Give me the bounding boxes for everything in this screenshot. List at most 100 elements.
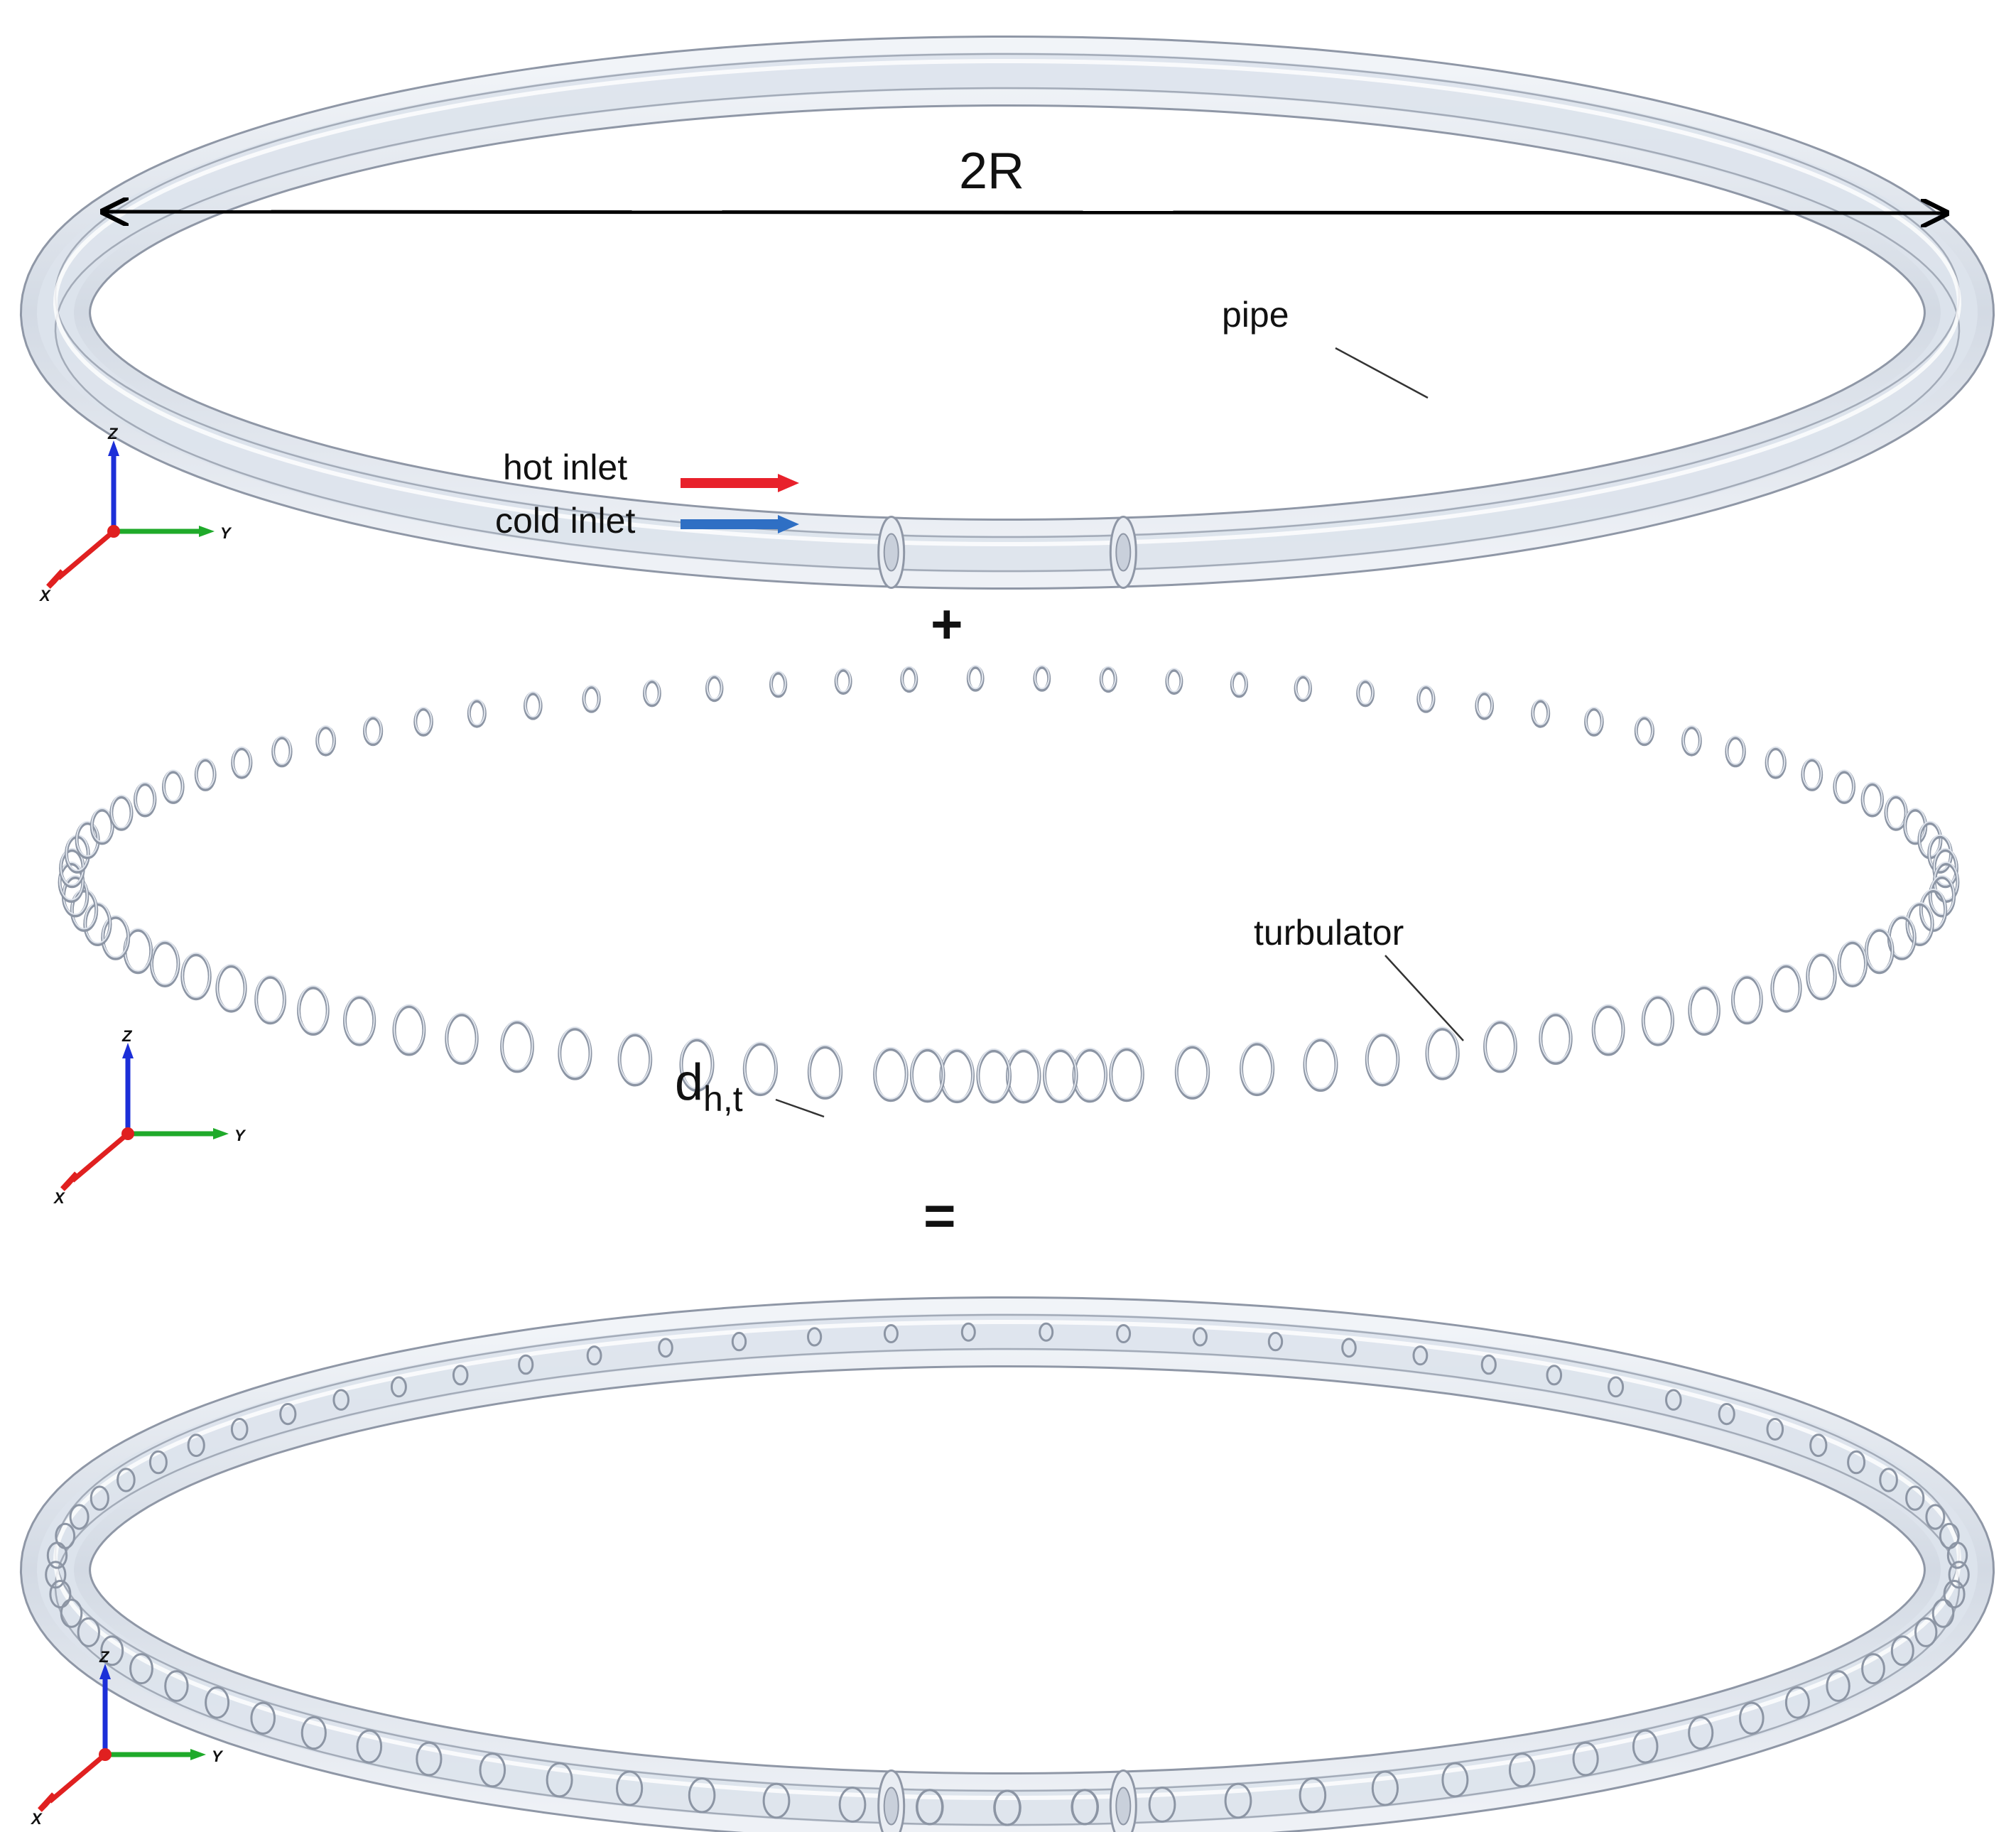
pipe-label: pipe <box>1222 295 1289 335</box>
turbulator-loop-highlight <box>1044 1048 1078 1101</box>
turbulator-loop-highlight <box>1642 994 1674 1044</box>
pipe-leader-line <box>1335 347 1429 399</box>
turbulator-loop-highlight <box>1833 769 1855 802</box>
pipe-inner-tube-end <box>1115 533 1132 572</box>
turbulator-loop-highlight <box>1073 1047 1107 1100</box>
turbulator-loop-highlight <box>1100 666 1117 690</box>
turbulator-loop <box>279 1403 297 1426</box>
turbulator-loop <box>1071 1789 1099 1826</box>
turbulator-loop <box>1299 1777 1327 1814</box>
turbulator-loop-highlight <box>364 715 382 744</box>
turbulator-loop-highlight <box>414 707 433 735</box>
turbulator-loop-highlight <box>1689 985 1720 1034</box>
turbulator-loop <box>616 1770 644 1806</box>
turbulator-loop-highlight <box>134 781 156 815</box>
turbulator-loop <box>332 1389 350 1411</box>
turbulator-loop-highlight <box>255 975 286 1022</box>
turbulator-loop-highlight <box>1862 781 1883 815</box>
turbulator-loop-highlight <box>1417 685 1435 711</box>
dimension-label-2R: 2R <box>959 143 1024 200</box>
turbulator-loop <box>1148 1787 1176 1823</box>
turbulator-loop <box>1546 1365 1563 1386</box>
turbulator-loop <box>300 1716 327 1750</box>
turbulator-loop <box>49 1580 72 1609</box>
turbulator-loop-highlight <box>232 746 251 777</box>
turbulator-loop <box>69 1504 90 1530</box>
turbulator-loop-highlight <box>1801 757 1822 789</box>
turbulator-loop <box>1861 1653 1885 1685</box>
turbulator-loop <box>1230 671 1249 698</box>
turbulator-loop-highlight <box>59 861 84 901</box>
turbulator-loop <box>55 1522 76 1549</box>
turbulator-loop <box>1412 1345 1429 1366</box>
turbulator-loop <box>838 1787 867 1823</box>
turbulator-loop <box>390 1376 407 1398</box>
turbulator-loop <box>1632 1729 1659 1764</box>
turbulator-loop-highlight <box>1585 707 1603 735</box>
turbulator-loop-highlight <box>1231 671 1247 695</box>
turbulator-loop-highlight <box>1426 1026 1459 1078</box>
spiral-turbulator <box>58 665 1960 1104</box>
turbulator-loop <box>356 1729 383 1764</box>
turbulator-loop <box>993 1789 1021 1826</box>
turbulator-loop <box>546 1762 573 1798</box>
turbulator-loop-highlight <box>84 901 111 944</box>
pipe-inner-channel <box>36 52 1978 573</box>
turbulator-loop <box>1416 685 1436 713</box>
turbulator-loop <box>1784 1686 1810 1719</box>
turbulator-loop-highlight <box>151 940 179 985</box>
turbulator-loop <box>1508 1752 1536 1788</box>
turbulator-loop-highlight <box>1176 1044 1209 1097</box>
turbulator-loop-highlight <box>1357 679 1374 705</box>
svg-text:Y: Y <box>212 1747 224 1765</box>
turbulator-loop <box>1267 1331 1284 1352</box>
turbulator-loop-highlight <box>1593 1004 1625 1054</box>
turbulator-loop <box>705 675 724 703</box>
pipe-inner-channel <box>36 1313 1978 1826</box>
pipe-inner-edge-upper <box>54 1313 1961 1792</box>
turbulator-loop <box>586 1345 602 1366</box>
turbulator-loop <box>1809 1433 1828 1458</box>
pipe-inner-edge-lower <box>54 1348 1961 1826</box>
diameter-dimension-arrow <box>103 212 1946 213</box>
turbulator-loop-highlight <box>394 1004 425 1054</box>
turbulator-loop-highlight <box>344 994 375 1044</box>
turbulator-loop-highlight <box>1635 715 1654 744</box>
turbulator-loop <box>452 1365 469 1386</box>
coordinate-axes-icon: Z Y X <box>53 1027 246 1207</box>
turbulator-loop-highlight <box>770 671 786 695</box>
turbulator-loop-highlight <box>1929 875 1955 915</box>
turbulator-loop-highlight <box>1366 1032 1399 1085</box>
pipe-inner-tube-end <box>883 533 899 572</box>
turbulator-loop-highlight <box>1304 1037 1337 1090</box>
turbulator-loop-highlight <box>1110 1046 1144 1100</box>
turbulator-loop-highlight <box>445 1012 478 1063</box>
turbulator-loop <box>187 1433 205 1458</box>
turbulator-loop <box>582 685 601 713</box>
pipe-highlight <box>53 1319 1962 1800</box>
turbulator-loop <box>1608 1376 1625 1398</box>
turbulator-loop <box>100 1635 124 1666</box>
hot-inlet-arrow-icon <box>681 474 799 492</box>
turbulator-loop <box>60 1598 83 1628</box>
turbulator-loop-highlight <box>1885 794 1907 829</box>
turbulator-loop-highlight <box>1907 901 1934 944</box>
pipe-inner-tube-end <box>1115 1787 1132 1826</box>
diameter-leader-line <box>775 1098 825 1118</box>
turbulator-loop-highlight <box>1806 952 1836 998</box>
svg-text:Z: Z <box>107 425 119 443</box>
equals-operator: = <box>923 1184 956 1247</box>
turbulator-loop <box>1890 1635 1914 1666</box>
turbulator-loop-highlight <box>102 915 129 958</box>
svg-text:X: X <box>38 587 51 605</box>
turbulator-loop-highlight <box>1904 808 1926 842</box>
turbulator-loop <box>1931 1598 1955 1628</box>
turbulator-loop <box>1480 1354 1497 1375</box>
turbulator-loop <box>1905 1485 1925 1511</box>
turbulator-loop-highlight <box>644 679 661 705</box>
turbulator-loop-highlight <box>1295 674 1311 700</box>
turbulator-loop-highlight <box>524 691 542 718</box>
pipe-inner-edge-lower <box>54 87 1961 573</box>
turbulator-loop <box>1826 1670 1850 1702</box>
turbulator-loop <box>1356 679 1375 708</box>
